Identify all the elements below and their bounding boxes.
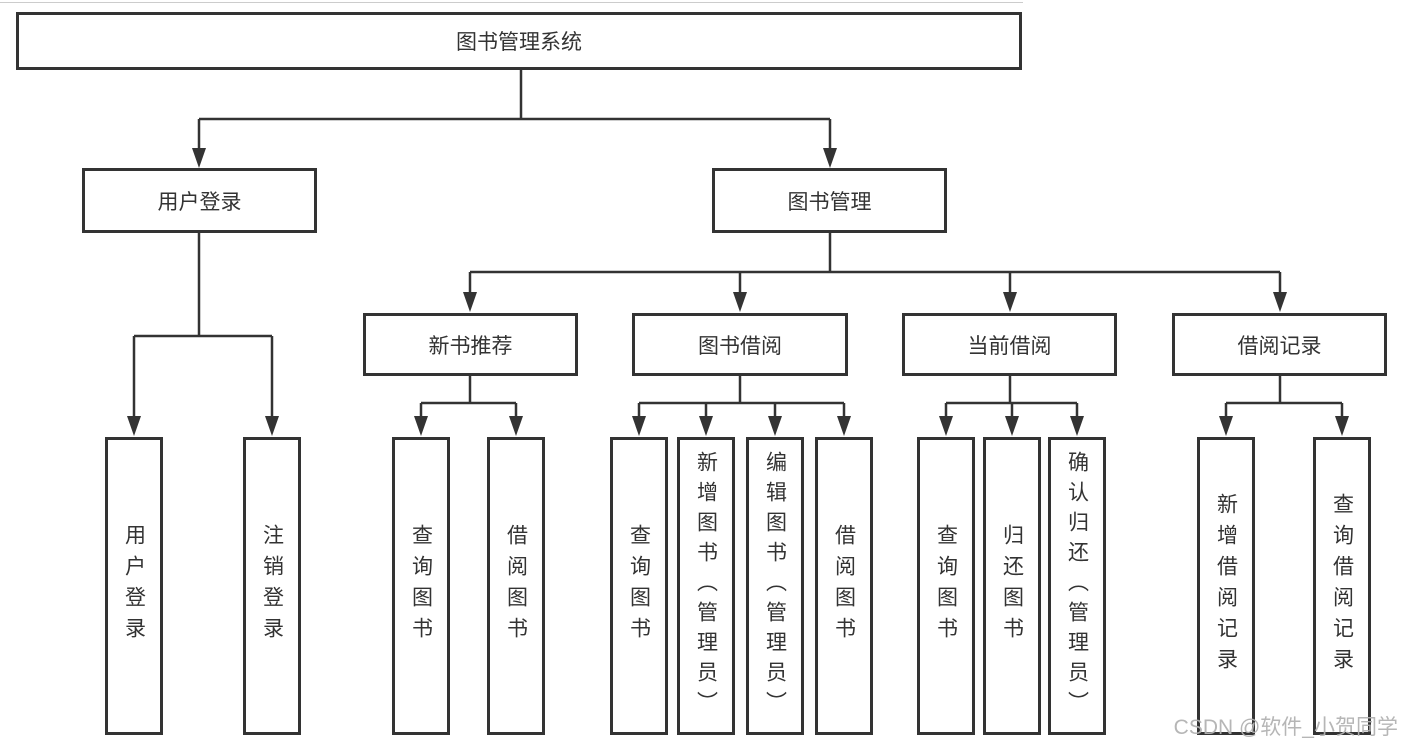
node-leaf-query-books-2: 查询图书 — [610, 437, 668, 735]
connector-root-to-level2 — [192, 70, 837, 168]
connector-book-mgmt-to-modules — [463, 233, 1287, 312]
node-label: 注销登录 — [260, 524, 284, 648]
node-book-management: 图书管理 — [712, 168, 947, 233]
node-label: 图书管理 — [787, 190, 872, 214]
arrowhead — [414, 416, 428, 436]
arrowhead — [939, 416, 953, 436]
connector-book-borrow-to-leaves — [632, 376, 851, 436]
arrowhead — [733, 292, 747, 312]
arrowhead — [768, 416, 782, 436]
node-leaf-query-borrow-record: 查询借阅记录 — [1313, 437, 1371, 735]
arrowhead — [1335, 416, 1349, 436]
node-label: 归还图书 — [1000, 524, 1024, 648]
node-current-borrowing: 当前借阅 — [902, 313, 1117, 376]
node-label: 新增借阅记录 — [1214, 493, 1238, 679]
node-leaf-edit-books-admin: 编辑图书（管理员） — [746, 437, 804, 735]
connector-new-book-rec-to-leaves — [414, 376, 523, 436]
node-label: 图书借阅 — [698, 334, 782, 358]
node-leaf-add-books-admin: 新增图书（管理员） — [677, 437, 735, 735]
csdn-watermark: CSDN @软件_小贺同学 — [1173, 716, 1398, 739]
node-leaf-return-books: 归还图书 — [983, 437, 1041, 735]
node-label: 用户登录 — [157, 190, 242, 214]
node-label: 查询图书 — [627, 524, 651, 648]
connector-user-login-to-leaves — [127, 233, 279, 436]
node-leaf-user-login: 用户登录 — [105, 437, 163, 735]
arrowhead — [1005, 416, 1019, 436]
node-label: 借阅图书 — [504, 524, 528, 648]
connector-current-borrow-to-leaves — [939, 376, 1084, 436]
node-new-book-recommendation: 新书推荐 — [363, 313, 578, 376]
arrowhead — [192, 148, 206, 168]
arrowhead — [1070, 416, 1084, 436]
node-label: 用户登录 — [122, 524, 146, 648]
node-label: 借阅记录 — [1237, 334, 1322, 358]
arrowhead — [823, 148, 837, 168]
arrowhead — [1273, 292, 1287, 312]
connector-borrow-records-to-leaves — [1219, 376, 1349, 436]
node-book-borrowing: 图书借阅 — [632, 313, 848, 376]
node-label: 图书管理系统 — [456, 31, 582, 54]
node-label: 编辑图书（管理员） — [763, 451, 787, 721]
arrowhead — [837, 416, 851, 436]
arrowhead — [509, 416, 523, 436]
node-leaf-borrow-books-2: 借阅图书 — [815, 437, 873, 735]
arrowhead — [699, 416, 713, 436]
node-leaf-logout: 注销登录 — [243, 437, 301, 735]
node-leaf-add-borrow-record: 新增借阅记录 — [1197, 437, 1255, 735]
node-label: 借阅图书 — [832, 524, 856, 648]
node-label: 确认归还（管理员） — [1065, 451, 1089, 721]
arrowhead — [127, 416, 141, 436]
arrowhead — [463, 292, 477, 312]
node-label: 新书推荐 — [428, 334, 513, 358]
node-root-system: 图书管理系统 — [16, 12, 1022, 70]
node-label: 当前借阅 — [967, 334, 1052, 358]
node-label: 查询图书 — [934, 524, 958, 648]
node-leaf-query-books-3: 查询图书 — [917, 437, 975, 735]
node-label: 查询借阅记录 — [1330, 493, 1354, 679]
node-label: 查询图书 — [409, 524, 433, 648]
node-label: 新增图书（管理员） — [694, 451, 718, 721]
node-leaf-confirm-return-admin: 确认归还（管理员） — [1048, 437, 1106, 735]
top-divider-line — [0, 2, 1023, 3]
arrowhead — [1003, 292, 1017, 312]
node-user-login: 用户登录 — [82, 168, 317, 233]
node-leaf-borrow-books-1: 借阅图书 — [487, 437, 545, 735]
arrowhead — [265, 416, 279, 436]
node-borrowing-records: 借阅记录 — [1172, 313, 1387, 376]
node-leaf-query-books-1: 查询图书 — [392, 437, 450, 735]
arrowhead — [1219, 416, 1233, 436]
arrowhead — [632, 416, 646, 436]
